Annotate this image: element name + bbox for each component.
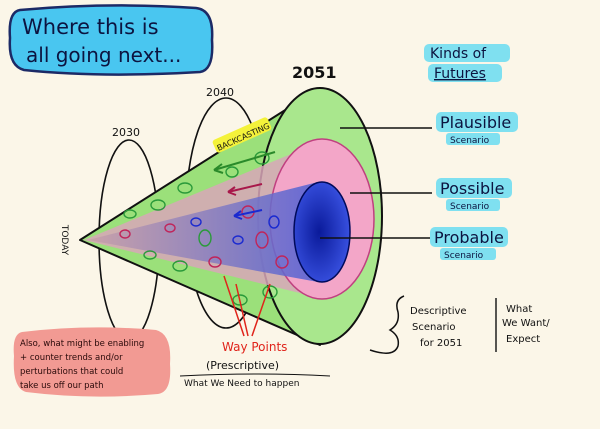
probable-sublabel: Scenario <box>444 251 484 261</box>
year-2040: 2040 <box>206 86 234 99</box>
backcasting-highlight <box>212 117 272 153</box>
note-bubble <box>13 327 171 397</box>
plausible-label: Plausible <box>440 113 511 132</box>
note-line-4: take us off our path <box>20 381 103 391</box>
plausible-sub-highlight <box>446 133 500 145</box>
possible-highlight <box>436 178 512 198</box>
descriptive-line-2: Scenario <box>412 322 455 333</box>
probable-cone-mouth <box>293 181 351 283</box>
today-label: TODAY <box>59 224 69 256</box>
legend-heading-line-1: Kinds of <box>430 46 487 62</box>
heading-highlight-1 <box>424 44 510 62</box>
prescriptive-label: (Prescriptive) <box>206 359 279 372</box>
title-line-1: Where this is <box>22 15 159 39</box>
possible-sublabel: Scenario <box>450 202 490 212</box>
probable-sub-highlight <box>440 248 496 260</box>
pointer-lines <box>320 127 432 239</box>
note-line-3: perturbations that could <box>20 367 123 377</box>
probable-cone <box>88 182 318 282</box>
prescriptive-underline <box>179 373 331 377</box>
what-we-want-line-2: We Want/ <box>502 318 550 329</box>
descriptive-line-3: for 2051 <box>420 338 462 349</box>
possible-sub-highlight <box>446 199 500 211</box>
year-2030: 2030 <box>112 126 140 139</box>
title-line-2: all going next... <box>26 43 181 67</box>
note-line-2: + counter trends and/or <box>20 353 123 363</box>
plausible-sublabel: Scenario <box>450 136 490 146</box>
probable-highlight <box>430 227 508 247</box>
heading-highlight-2 <box>428 64 502 82</box>
descriptive-brace <box>369 295 405 354</box>
probable-label: Probable <box>434 228 504 247</box>
what-we-want-line-1: What <box>506 304 532 315</box>
legend-heading-line-2: Futures <box>434 66 486 82</box>
note-line-1: Also, what might be enabling <box>20 339 144 349</box>
possible-label: Possible <box>440 179 504 198</box>
descriptive-line-1: Descriptive <box>410 306 467 317</box>
what-we-want-line-3: Expect <box>506 334 540 345</box>
what-we-need-label: What We Need to happen <box>184 379 299 389</box>
year-2051: 2051 <box>292 63 337 82</box>
way-points-label: Way Points <box>222 340 287 354</box>
title-bubble <box>8 4 214 76</box>
plausible-highlight <box>436 112 518 132</box>
way-point-lines <box>223 275 271 337</box>
backcasting-arrows <box>213 151 276 220</box>
